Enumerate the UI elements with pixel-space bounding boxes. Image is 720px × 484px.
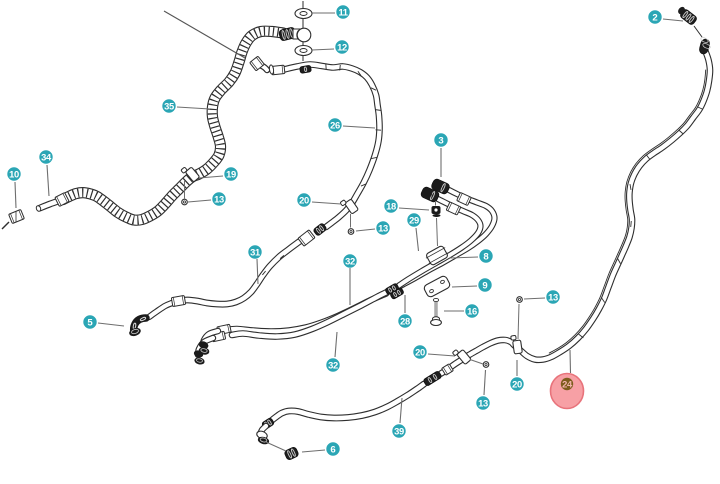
svg-text:34: 34 <box>41 151 52 162</box>
svg-text:11: 11 <box>338 6 347 17</box>
svg-text:9: 9 <box>482 280 487 291</box>
svg-text:32: 32 <box>345 255 355 266</box>
svg-text:20: 20 <box>415 346 425 357</box>
svg-text:28: 28 <box>400 315 410 326</box>
svg-text:13: 13 <box>214 193 224 204</box>
svg-text:20: 20 <box>299 194 309 205</box>
svg-text:19: 19 <box>226 168 236 179</box>
svg-text:16: 16 <box>467 305 477 316</box>
svg-text:24: 24 <box>562 378 573 389</box>
svg-text:26: 26 <box>330 119 340 130</box>
svg-text:10: 10 <box>9 168 19 179</box>
svg-text:32: 32 <box>328 359 338 370</box>
svg-text:39: 39 <box>394 425 404 436</box>
svg-text:8: 8 <box>483 251 489 262</box>
svg-text:13: 13 <box>548 291 558 302</box>
svg-text:13: 13 <box>478 397 488 408</box>
svg-text:29: 29 <box>409 214 419 225</box>
svg-text:35: 35 <box>164 100 174 111</box>
svg-text:12: 12 <box>337 41 347 52</box>
svg-text:20: 20 <box>512 378 522 389</box>
svg-text:18: 18 <box>386 200 396 211</box>
svg-text:31: 31 <box>250 246 260 257</box>
svg-text:13: 13 <box>378 222 388 233</box>
svg-text:6: 6 <box>330 444 335 455</box>
svg-text:2: 2 <box>652 12 657 23</box>
svg-text:5: 5 <box>87 317 93 328</box>
svg-text:3: 3 <box>438 135 443 146</box>
